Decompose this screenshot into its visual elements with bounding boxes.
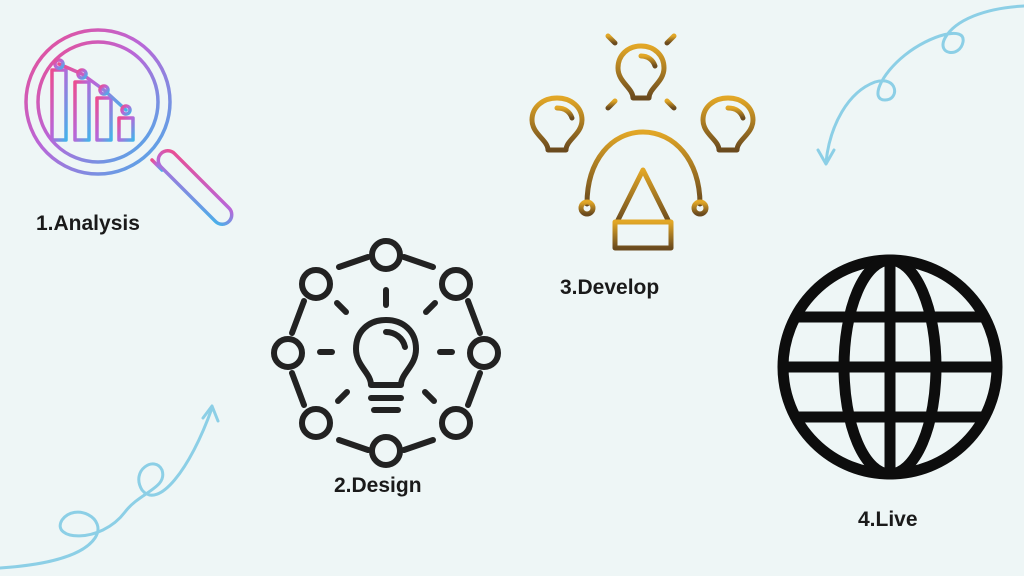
step-label-design: 2.Design: [334, 474, 422, 497]
step-label-live: 4.Live: [858, 508, 918, 531]
curved-arrow-bottom-icon: [0, 404, 220, 570]
step-label-develop: 3.Develop: [560, 276, 660, 299]
step-label-analysis: 1.Analysis: [36, 212, 140, 235]
ideas-pencil-icon: [529, 19, 756, 251]
magnifier-chart-icon: [24, 28, 234, 226]
lightbulb-network-icon: [271, 238, 501, 468]
curved-arrow-top-icon: [816, 4, 1024, 166]
globe-icon: [777, 254, 1003, 480]
